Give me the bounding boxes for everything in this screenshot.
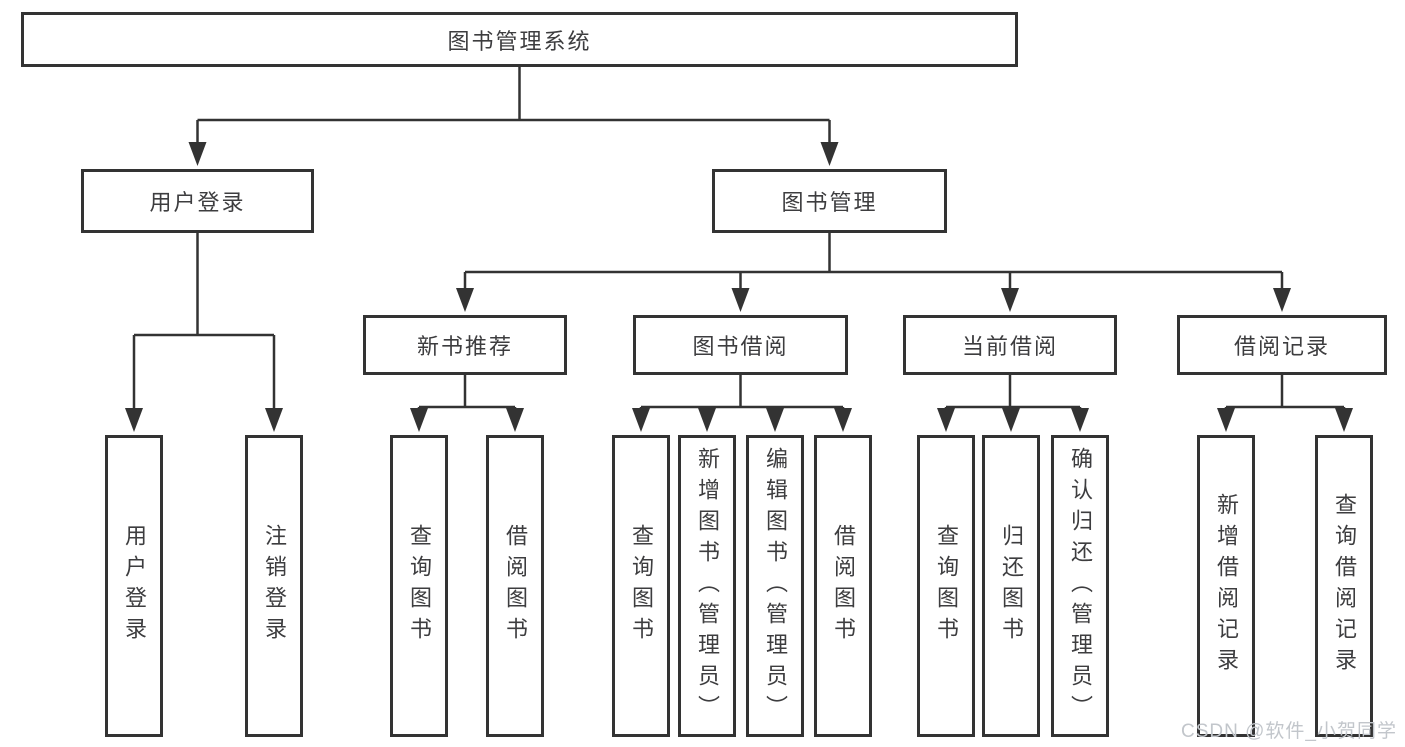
leaf-borrow-books-recommend: 借阅图书	[486, 435, 544, 737]
leaf-borrow-books: 借阅图书	[814, 435, 872, 737]
node-label: 当前借阅	[961, 334, 1058, 359]
leaf-edit-books-admin: 编辑图书（管理员）	[746, 435, 804, 737]
node-label: 借阅记录	[1233, 334, 1330, 359]
arrow-down-icon	[766, 408, 784, 432]
node-label: 归还图书	[999, 524, 1024, 648]
node-book-borrowing: 图书借阅	[633, 315, 848, 375]
node-label: 图书借阅	[692, 334, 789, 359]
arrow-down-icon	[506, 408, 524, 432]
node-label: 新书推荐	[416, 334, 513, 359]
node-root-library-system: 图书管理系统	[21, 12, 1018, 67]
node-book-management: 图书管理	[712, 169, 947, 233]
leaf-query-borrow-record: 查询借阅记录	[1315, 435, 1373, 737]
leaf-add-books-admin: 新增图书（管理员）	[678, 435, 736, 737]
arrow-down-icon	[125, 408, 143, 432]
arrow-down-icon	[698, 408, 716, 432]
arrow-down-icon	[456, 288, 474, 312]
arrow-down-icon	[731, 288, 750, 312]
arrow-down-icon	[1002, 408, 1020, 432]
arrow-down-icon	[632, 408, 650, 432]
node-label: 新增图书（管理员）	[695, 446, 720, 726]
arrow-down-icon	[834, 408, 852, 432]
node-label: 注销登录	[262, 524, 287, 648]
node-user-login: 用户登录	[81, 169, 314, 233]
node-label: 查询图书	[407, 524, 432, 648]
arrow-down-icon	[265, 408, 283, 432]
arrow-down-icon	[1071, 408, 1089, 432]
node-current-borrowing: 当前借阅	[903, 315, 1117, 375]
leaf-query-books-current: 查询图书	[917, 435, 975, 737]
arrow-down-icon	[1273, 288, 1291, 312]
leaf-logout: 注销登录	[245, 435, 303, 737]
node-label: 确认归还（管理员）	[1068, 446, 1093, 726]
node-label: 查询图书	[629, 524, 654, 648]
arrow-down-icon	[410, 408, 428, 432]
leaf-user-login: 用户登录	[105, 435, 163, 737]
arrow-down-icon	[820, 142, 839, 166]
arrowheads	[125, 142, 1353, 432]
arrow-down-icon	[1001, 288, 1019, 312]
node-label: 用户登录	[149, 190, 246, 215]
node-label: 借阅图书	[831, 524, 856, 648]
node-label: 编辑图书（管理员）	[763, 446, 788, 726]
node-borrowing-records: 借阅记录	[1177, 315, 1387, 375]
csdn-watermark: CSDN @软件_小贺同学	[1181, 721, 1397, 742]
node-label: 新增借阅记录	[1214, 493, 1239, 679]
leaf-return-books: 归还图书	[982, 435, 1040, 737]
arrow-down-icon	[1217, 408, 1235, 432]
node-label: 用户登录	[122, 524, 147, 648]
node-label: 借阅图书	[503, 524, 528, 648]
tree-edges	[132, 67, 1346, 413]
arrow-down-icon	[937, 408, 955, 432]
leaf-add-borrow-record: 新增借阅记录	[1197, 435, 1255, 737]
leaf-query-books-recommend: 查询图书	[390, 435, 448, 737]
node-new-book-recommend: 新书推荐	[363, 315, 567, 375]
leaf-confirm-return-admin: 确认归还（管理员）	[1051, 435, 1109, 737]
node-label: 图书管理系统	[447, 28, 592, 54]
node-label: 查询借阅记录	[1332, 493, 1357, 679]
arrow-down-icon	[1335, 408, 1353, 432]
leaf-query-books-borrowing: 查询图书	[612, 435, 670, 737]
node-label: 图书管理	[781, 190, 878, 215]
node-label: 查询图书	[934, 524, 959, 648]
arrow-down-icon	[188, 142, 207, 166]
